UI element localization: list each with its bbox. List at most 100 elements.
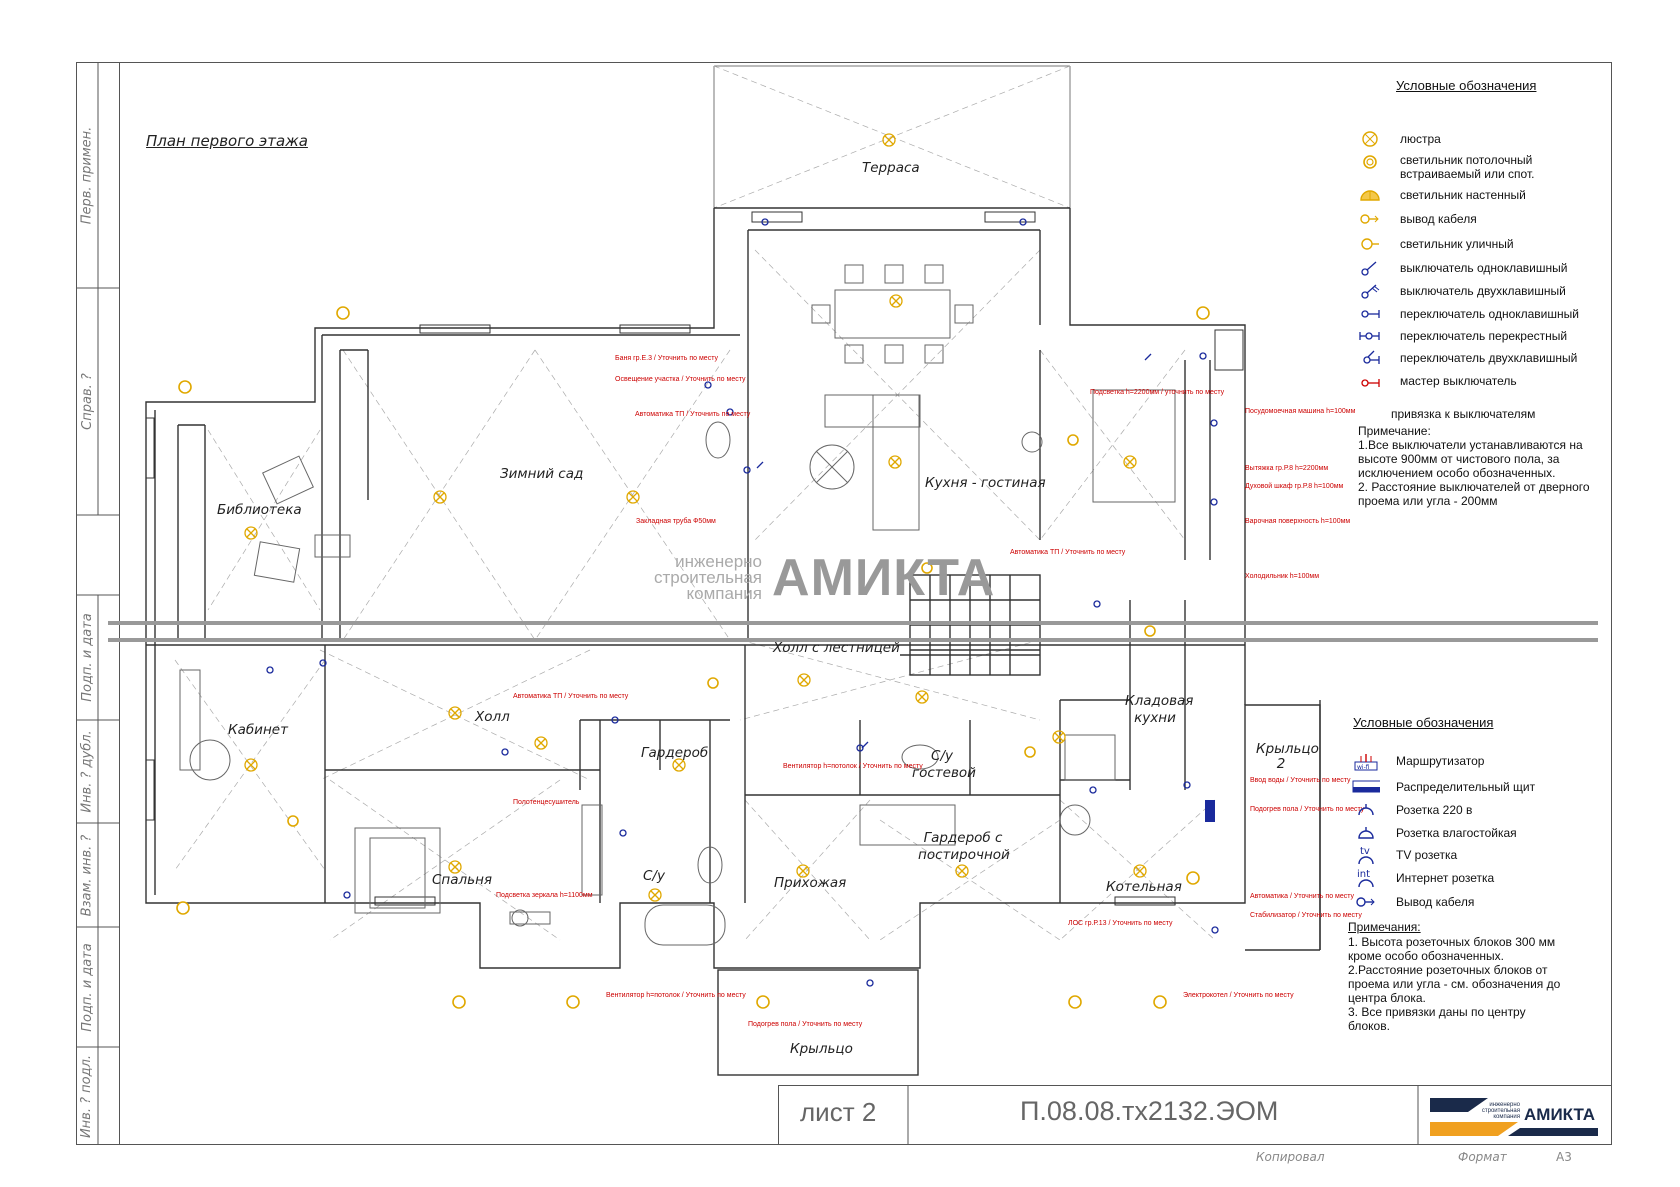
room-terrace: Терраса xyxy=(862,160,920,176)
company-logo xyxy=(1430,1098,1598,1136)
legend-switch-double: выключатель двухклавишный xyxy=(1356,282,1566,300)
note-hood: Вытяжка гр.Р.8 h=2200мм xyxy=(1245,465,1329,472)
room-wardrobe: Гардероб xyxy=(641,745,709,761)
room-entry-hall: Прихожая xyxy=(774,875,847,891)
switches xyxy=(266,218,1219,987)
note-fan-1: Вентилятор h=потолок / Уточнить по месту xyxy=(783,763,923,770)
terrace-outline xyxy=(713,65,1071,208)
legend-cross-switch: переключатель перекрестный xyxy=(1356,327,1567,345)
legend-power-cable-outlet: Вывод кабеля xyxy=(1352,893,1474,911)
legend-socket-waterproof: Розетка влагостойкая xyxy=(1352,824,1517,842)
note-stabilizer: Стабилизатор / Уточнить по месту xyxy=(1250,912,1362,919)
company-watermark: инженерно строительная компания АМИКТА xyxy=(654,548,995,608)
section-line xyxy=(108,621,1598,642)
room-cabinet: Кабинет xyxy=(228,722,288,738)
legend-power-notes-title: Примечания: xyxy=(1348,920,1421,934)
windows xyxy=(145,211,1244,906)
legend-changeover-single: переключатель одноклавишный xyxy=(1356,305,1579,323)
sheet-frame xyxy=(76,62,1612,1145)
master-switch-icon xyxy=(1361,379,1380,387)
legend-master-switch: мастер выключатель xyxy=(1356,372,1517,390)
logo-tagline: инженерно строительная компания xyxy=(1481,1102,1520,1120)
legend-power-notes: 1. Высота розеточных блоков 300 мм кроме… xyxy=(1348,935,1561,1033)
note-mirror-light: Подсветка зеркала h=1100мм xyxy=(496,892,593,899)
side-strip xyxy=(76,62,120,1145)
switch-double-icon xyxy=(1361,284,1380,299)
ceiling-spot-icon xyxy=(1363,155,1377,169)
note-automation-3: Автоматика ТП / Уточнить по месту xyxy=(513,693,629,700)
furniture xyxy=(179,264,1176,946)
walls xyxy=(145,207,1321,1076)
legend-cable-outlet: вывод кабеля xyxy=(1356,210,1477,228)
note-conduit: Закладная труба Ф50мм xyxy=(636,518,716,525)
note-backlight: Подсветка h=2200мм / уточнить по месту xyxy=(1090,389,1225,396)
note-boiler: Электрокотел / Уточнить по месту xyxy=(1183,992,1294,999)
note-automation-4: Автоматика / Уточнить по месту xyxy=(1250,893,1355,900)
room-porch: Крыльцо xyxy=(790,1041,853,1057)
room-winter-garden: Зимний сад xyxy=(500,466,584,482)
note-bath-group: Баня гр.Е.3 / Уточнить по месту xyxy=(615,355,718,362)
watermark-brand: АМИКТА xyxy=(772,549,996,607)
cable-outlet-icon xyxy=(1360,214,1379,224)
note-automation-1: Автоматика ТП / Уточнить по месту xyxy=(635,411,751,418)
room-bathroom-guest: С/у гостевой xyxy=(912,748,976,781)
svg-text:tv: tv xyxy=(1360,846,1370,857)
legend-distribution-board: Распределительный щит xyxy=(1352,778,1535,796)
room-bedroom: Спальня xyxy=(432,872,493,888)
room-bathroom-1: С/у xyxy=(643,868,665,884)
format-label: Формат xyxy=(1458,1150,1507,1164)
room-pantry: Кладовая кухни xyxy=(1125,693,1194,726)
note-fridge: Холодильник h=100мм xyxy=(1245,573,1320,580)
room-boiler: Котельная xyxy=(1106,879,1182,895)
legend-power-title: Условные обозначения xyxy=(1353,715,1494,730)
distribution-board-icon xyxy=(1352,780,1380,793)
note-dishwasher: Посудомоечная машина h=100мм xyxy=(1245,408,1356,415)
note-hob: Варочная поверхность h=100мм xyxy=(1245,518,1351,525)
legend-chandelier: люстра xyxy=(1356,130,1441,148)
changeover-double-icon xyxy=(1363,350,1380,364)
note-towel-rail: Полотенцесушитель xyxy=(513,799,580,806)
socket-220-icon xyxy=(1358,804,1374,816)
tv-socket-icon: tv xyxy=(1358,846,1374,865)
note-oven: Духовой шкаф гр.Р.8 h=100мм xyxy=(1245,483,1344,490)
svg-text:int: int xyxy=(1357,869,1370,880)
distribution-board xyxy=(1205,800,1215,822)
legend-outdoor-light: светильник уличный xyxy=(1356,235,1514,253)
note-site-lighting: Освещение участка / Уточнить по месту xyxy=(615,376,746,383)
document-number: П.08.08.тх2132.ЭОМ xyxy=(1020,1096,1279,1126)
legend-lighting-title: Условные обозначения xyxy=(1396,78,1537,93)
title-block xyxy=(778,1085,1612,1145)
legend-router: wi-fi Маршрутизатор xyxy=(1352,752,1484,771)
logo-text: АМИКТА xyxy=(1524,1105,1596,1124)
wall-light-icon xyxy=(1360,190,1380,201)
watermark-tagline: инженерно строительная компания xyxy=(654,552,763,603)
room-hall: Холл xyxy=(475,709,510,725)
legend-wall-light: светильник настенный xyxy=(1356,186,1526,204)
spot-lights xyxy=(176,306,1210,1009)
legend-internet-socket: int Интернет розетка xyxy=(1352,869,1494,888)
note-floor-heating-1: Подогрев пола / Уточнить по месту xyxy=(748,1021,863,1028)
cable-outlet-icon xyxy=(1356,897,1375,907)
sheet-number: лист 2 xyxy=(800,1097,877,1127)
room-library: Библиотека xyxy=(217,502,302,518)
room-hall-stairs: Холл с лестницей xyxy=(773,640,900,656)
legend-ceiling-spot: светильник потолочный встраиваемый или с… xyxy=(1356,153,1550,181)
outdoor-light-icon xyxy=(1361,238,1379,250)
changeover-single-icon xyxy=(1361,310,1380,318)
legend-socket-220: Розетка 220 в xyxy=(1352,801,1472,819)
wifi-router-icon: wi-fi xyxy=(1354,754,1378,771)
note-fan-2: Вентилятор h=потолок / Уточнить по месту xyxy=(606,992,746,999)
room-porch-2: Крыльцо 2 xyxy=(1256,741,1319,772)
legend-lighting-notes-title: Примечание: xyxy=(1358,424,1431,438)
chandelier-icon xyxy=(1362,131,1378,147)
note-automation-2: Автоматика ТП / Уточнить по месту xyxy=(1010,549,1126,556)
room-wardrobe-laundry: Гардероб с постирочной xyxy=(918,830,1010,863)
internet-socket-icon: int xyxy=(1357,869,1374,888)
legend-tv-socket: tv TV розетка xyxy=(1352,846,1457,865)
note-los: ЛОС гр.Р.13 / Уточнить по месту xyxy=(1068,920,1173,927)
format-value: А3 xyxy=(1556,1150,1572,1164)
copied-label: Копировал xyxy=(1256,1150,1325,1164)
